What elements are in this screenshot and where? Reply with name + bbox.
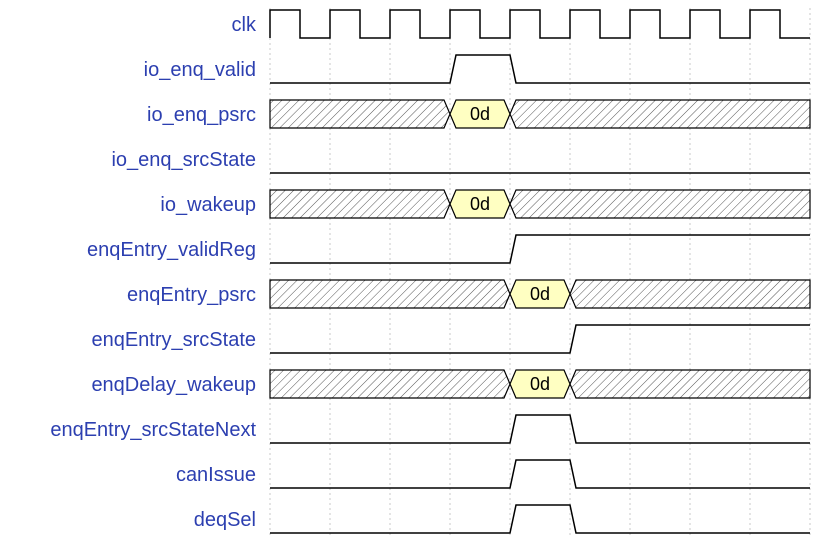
bit-waveform — [270, 54, 810, 84]
trace-io-wakeup: 0d — [269, 189, 811, 219]
signal-label-enqentry-psrc: enqEntry_psrc — [127, 284, 256, 306]
bit-waveform — [270, 504, 810, 534]
signal-label-canissue: canIssue — [176, 464, 256, 486]
trace-enqentry-psrc: 0d — [269, 279, 811, 309]
clock-waveform — [269, 9, 810, 39]
signal-label-io-enq-psrc: io_enq_psrc — [147, 104, 256, 126]
signal-traces: 0d 0d 0d 0d — [269, 9, 811, 534]
signal-label-enqentry-srcstatenext: enqEntry_srcStateNext — [50, 419, 256, 441]
bit-waveform — [270, 459, 810, 489]
bus-undefined-segment — [269, 189, 451, 219]
bus-undefined-segment — [269, 279, 511, 309]
trace-enqentry-srcstatenext — [270, 414, 810, 444]
trace-io-enq-valid — [270, 54, 810, 84]
bit-waveform — [270, 414, 810, 444]
trace-clk — [269, 9, 810, 39]
bus-value-label: 0d — [470, 194, 490, 214]
bit-waveform — [270, 234, 810, 264]
bit-waveform — [270, 324, 810, 354]
trace-enqentry-validreg — [270, 234, 810, 264]
trace-canissue — [270, 459, 810, 489]
signal-label-io-wakeup: io_wakeup — [160, 194, 256, 216]
bus-value-label: 0d — [530, 374, 550, 394]
trace-deqsel — [270, 504, 810, 534]
trace-enqdelay-wakeup: 0d — [269, 369, 811, 399]
bus-undefined-segment — [509, 99, 811, 129]
signal-label-io-enq-srcstate: io_enq_srcState — [111, 149, 256, 171]
grid-lines — [269, 8, 811, 537]
bus-undefined-segment — [269, 369, 511, 399]
signal-label-enqentry-validreg: enqEntry_validReg — [87, 239, 256, 261]
signal-label-io-enq-valid: io_enq_valid — [144, 59, 256, 81]
signal-label-deqsel: deqSel — [194, 509, 256, 531]
bus-value-label: 0d — [530, 284, 550, 304]
bus-undefined-segment — [509, 189, 811, 219]
trace-io-enq-psrc: 0d — [269, 99, 811, 129]
bus-value-label: 0d — [470, 104, 490, 124]
bus-undefined-segment — [569, 369, 811, 399]
signal-label-enqentry-srcstate: enqEntry_srcState — [91, 329, 256, 351]
bus-undefined-segment — [269, 99, 451, 129]
signal-label-clk: clk — [232, 14, 257, 36]
signal-label-enqdelay-wakeup: enqDelay_wakeup — [91, 374, 256, 396]
bus-undefined-segment — [569, 279, 811, 309]
trace-enqentry-srcstate — [270, 324, 810, 354]
signal-labels: clk io_enq_valid io_enq_psrc io_enq_srcStat… — [50, 14, 257, 531]
